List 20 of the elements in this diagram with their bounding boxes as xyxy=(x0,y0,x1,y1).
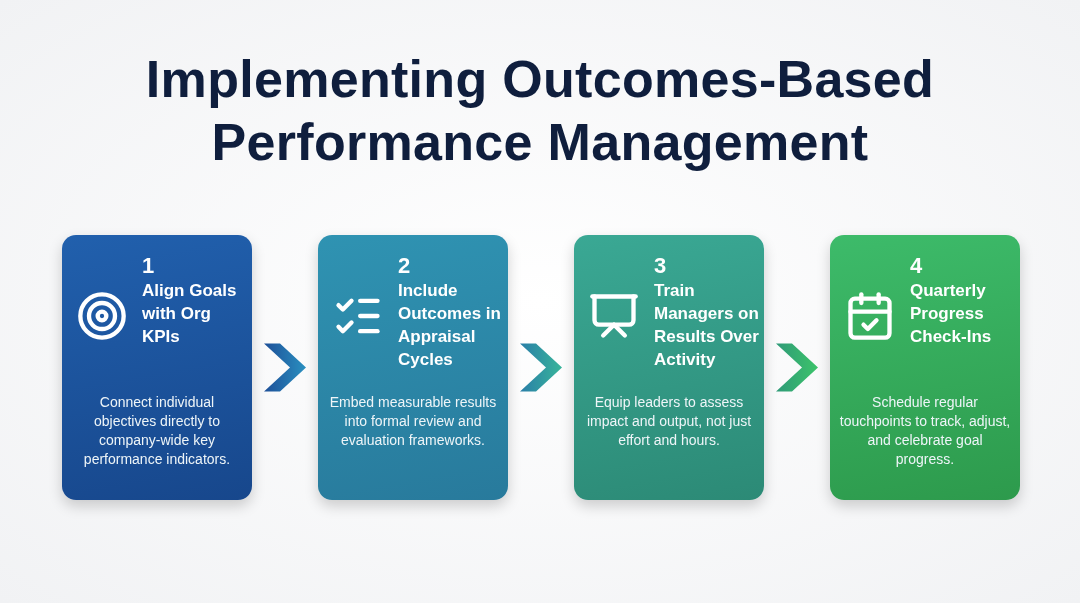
step-card xyxy=(574,235,764,500)
step-title: Align Goals with Org KPIs xyxy=(142,280,238,348)
step-title: Quarterly Progress Check-Ins xyxy=(910,280,993,348)
chevron-arrow xyxy=(776,343,818,392)
step-title: Train Managers on Results Over Activity xyxy=(654,280,760,371)
step-card xyxy=(62,235,252,500)
step-description: Equip leaders to assess impact and output, not just effort and hours. xyxy=(585,393,753,450)
step-number: 1 xyxy=(142,253,155,279)
title: Implementing Outcomes-Based Performance Management xyxy=(144,49,936,173)
step-card xyxy=(830,235,1020,500)
chevron-arrow xyxy=(520,343,562,392)
step-number: 3 xyxy=(654,253,667,279)
step-title: Include Outcomes in Appraisal Cycles xyxy=(398,280,502,371)
step-card xyxy=(318,235,508,500)
chevron-arrow xyxy=(264,343,306,392)
step-description: Embed measurable results into formal review and evaluation frameworks. xyxy=(328,393,498,450)
step-number: 2 xyxy=(398,253,411,279)
step-number: 4 xyxy=(910,253,923,279)
step-description: Connect individual objectives directly to company-wide key performance indicators. xyxy=(82,393,232,469)
step-description: Schedule regular touchpoints to track, adjust, and celebrate goal progress. xyxy=(838,393,1012,469)
